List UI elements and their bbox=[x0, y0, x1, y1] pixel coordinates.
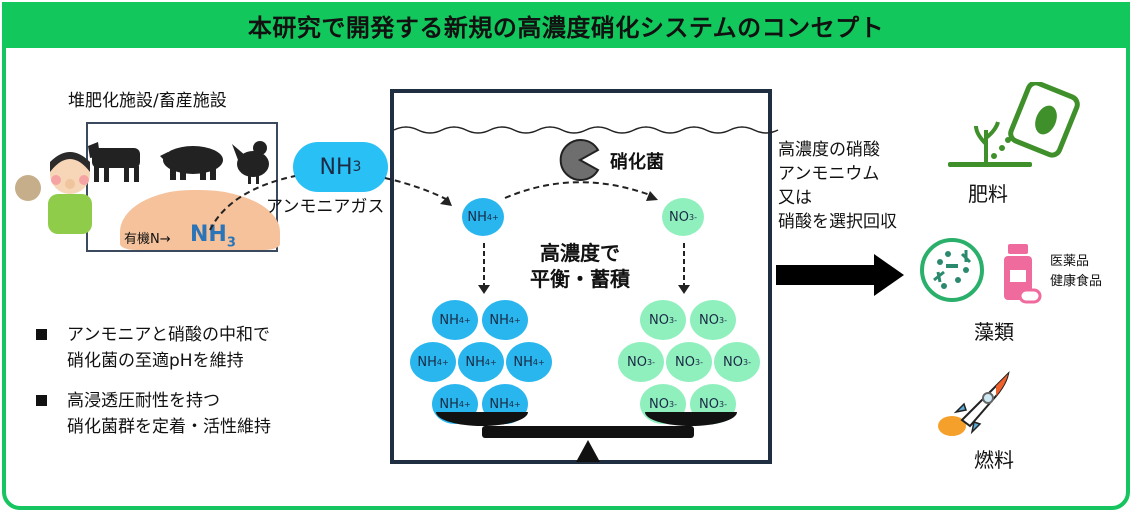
ion-base: NH bbox=[467, 209, 487, 225]
recovery-text: 高濃度の硝酸 アンモニウム 又は 硝酸を選択回収 bbox=[778, 138, 897, 234]
gas-formula: NH bbox=[319, 154, 353, 180]
ion-sup: + bbox=[491, 212, 499, 222]
ion-sub: 3 bbox=[688, 212, 695, 222]
rocket-icon bbox=[938, 370, 1010, 436]
nh3-base: NH bbox=[190, 222, 227, 247]
bullet-line: 高浸透圧耐性を持つ bbox=[67, 391, 220, 411]
nh3-formula: NH3 bbox=[190, 222, 236, 250]
nh3-subscript: 3 bbox=[226, 235, 236, 251]
pharma-line1: 医薬品 bbox=[1050, 254, 1090, 269]
chicken-icon bbox=[232, 141, 269, 184]
medicine-bottle-icon bbox=[1004, 244, 1042, 304]
recovery-line: 硝酸を選択回収 bbox=[778, 212, 897, 232]
title-bar: 本研究で開発する新規の高濃度硝化システムのコンセプト bbox=[2, 2, 1130, 48]
pharma-line2: 健康食品 bbox=[1050, 274, 1103, 289]
scale-beam bbox=[482, 426, 694, 438]
algae-label: 藻類 bbox=[974, 320, 1014, 344]
equilibrium-line2: 平衡・蓄積 bbox=[530, 267, 630, 291]
livestock-icons bbox=[88, 141, 269, 184]
odor-cloud-icon bbox=[15, 175, 41, 201]
ion-base: NO bbox=[669, 209, 689, 225]
bullet-line: 硝化菌群を定着・活性維持 bbox=[67, 417, 271, 437]
pig-icon bbox=[160, 146, 223, 180]
bullet-line: アンモニアと硝酸の中和で bbox=[67, 325, 270, 345]
pharma-label: 医薬品 健康食品 bbox=[1050, 252, 1102, 292]
facility-label: 堆肥化施設/畜産施設 bbox=[68, 91, 227, 111]
equilibrium-line1: 高濃度で bbox=[540, 241, 620, 265]
scale-fulcrum bbox=[576, 440, 600, 462]
right-scale-pan bbox=[645, 412, 737, 426]
ion-sup: - bbox=[694, 212, 697, 222]
fertilizer-icon bbox=[948, 82, 1080, 167]
nitrifying-bacteria-icon bbox=[559, 139, 600, 181]
bullet-line: 硝化菌の至適pHを維持 bbox=[67, 351, 244, 371]
recovery-line: アンモニウム bbox=[778, 164, 880, 184]
gas-subscript: 3 bbox=[352, 159, 362, 175]
big-right-arrow-icon bbox=[776, 254, 904, 296]
rocket-flame bbox=[938, 416, 966, 436]
recovery-line: 又は bbox=[778, 188, 812, 208]
bullet-square-icon bbox=[36, 395, 47, 406]
cow-icon bbox=[88, 142, 140, 182]
equilibrium-label: 高濃度で 平衡・蓄積 bbox=[520, 240, 640, 292]
page-title: 本研究で開発する新規の高濃度硝化システムのコンセプト bbox=[247, 13, 885, 42]
ion-sub: 4 bbox=[486, 212, 492, 222]
bullet-item: 高浸透圧耐性を持つ 硝化菌群を定着・活性維持 bbox=[36, 388, 271, 440]
algae-icon bbox=[920, 238, 984, 302]
left-scale-pan bbox=[436, 412, 528, 426]
fuel-label: 燃料 bbox=[974, 448, 1014, 472]
bacteria-label: 硝化菌 bbox=[610, 152, 664, 173]
person-holding-nose-icon bbox=[15, 152, 92, 234]
ammonia-gas-label: アンモニアガス bbox=[266, 197, 385, 217]
recovery-line: 高濃度の硝酸 bbox=[778, 140, 880, 160]
bullet-square-icon bbox=[36, 329, 47, 340]
bullet-item: アンモニアと硝酸の中和で 硝化菌の至適pHを維持 bbox=[36, 322, 271, 374]
organic-n-text: 有機N→ bbox=[124, 232, 171, 247]
feature-bullets: アンモニアと硝酸の中和で 硝化菌の至適pHを維持 高浸透圧耐性を持つ 硝化菌群を… bbox=[36, 322, 271, 454]
fertilizer-label: 肥料 bbox=[968, 182, 1008, 206]
